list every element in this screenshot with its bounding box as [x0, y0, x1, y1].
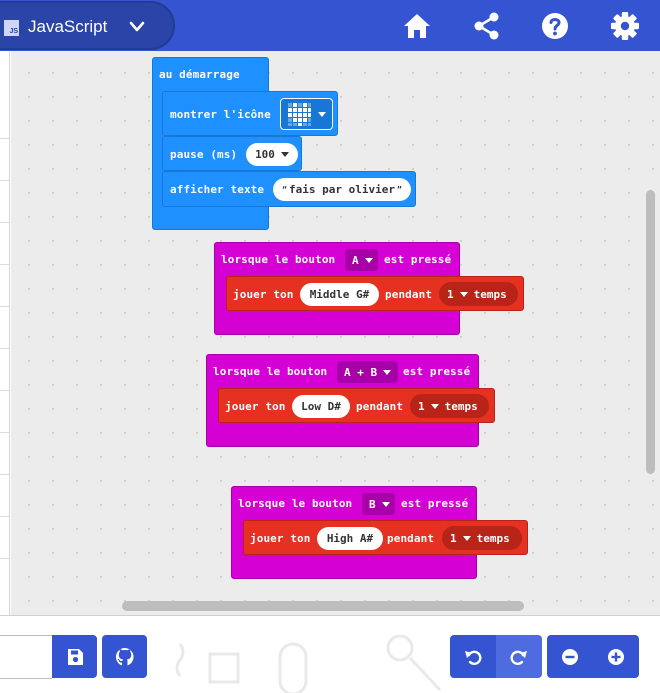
beats-b-value: 1 [450, 531, 457, 545]
project-name-input[interactable] [0, 635, 52, 679]
chevron-down-icon [318, 111, 326, 117]
on-start-label: au démarrage [159, 68, 240, 81]
github-button[interactable] [102, 635, 147, 678]
beats-b-dropdown[interactable]: 1 temps [442, 526, 522, 550]
note-a-value[interactable]: Middle G# [300, 283, 379, 306]
show-icon-label: montrer l'icône [170, 108, 271, 121]
horizontal-scrollbar[interactable] [122, 601, 524, 611]
zoom-in-button[interactable] [593, 635, 639, 678]
pause-value: 100 [255, 148, 275, 161]
show-text-value: fais par olivier [289, 183, 395, 196]
save-icon [67, 648, 83, 665]
header: JS JavaScript [0, 0, 660, 51]
icon-dropdown[interactable] [280, 98, 333, 130]
chevron-down-icon [381, 501, 390, 507]
play-tone-b-block[interactable]: jouer ton High A# pendant 1 temps [243, 520, 528, 555]
undo-icon [465, 650, 482, 665]
share-icon[interactable] [472, 11, 502, 41]
note-ab-value[interactable]: Low D# [292, 395, 350, 418]
button-a-value: A [352, 253, 359, 267]
redo-icon [510, 650, 527, 665]
button-b-value: B [369, 497, 376, 511]
show-icon-block[interactable]: montrer l'icône [162, 91, 338, 136]
on-button-b-suffix: est pressé [401, 497, 469, 510]
heart-icon [288, 102, 311, 126]
decorative-background-icon [175, 634, 442, 693]
bottom-bar [0, 615, 660, 693]
home-icon[interactable] [402, 11, 432, 41]
beats-a-dropdown[interactable]: 1 temps [439, 282, 518, 306]
pause-block[interactable]: pause (ms) 100 [162, 136, 302, 171]
for-label: pendant [385, 288, 433, 301]
vertical-scrollbar[interactable] [646, 190, 655, 474]
redo-button[interactable] [496, 635, 542, 678]
undo-button[interactable] [450, 635, 496, 678]
on-button-a-suffix: est pressé [384, 253, 452, 266]
show-string-block[interactable]: afficher texte “fais par olivier” [162, 171, 416, 207]
play-tone-label: jouer ton [225, 400, 286, 413]
beats-a-value: 1 [447, 287, 454, 301]
button-a-dropdown[interactable]: A [345, 249, 378, 271]
on-button-ab-suffix: est pressé [403, 365, 471, 378]
settings-icon[interactable] [610, 11, 640, 41]
chevron-down-icon [430, 403, 439, 409]
play-tone-label: jouer ton [250, 532, 311, 545]
zoom-in-icon [608, 648, 624, 665]
javascript-icon: JS [4, 20, 19, 36]
toolbox-strip[interactable] [0, 51, 10, 615]
help-icon[interactable] [540, 11, 570, 41]
on-button-ab-prefix: lorsque le bouton [213, 365, 328, 378]
note-b-value[interactable]: High A# [317, 527, 383, 550]
chevron-down-icon [364, 257, 373, 263]
pause-value-dropdown[interactable]: 100 [246, 143, 298, 166]
github-icon [115, 647, 134, 665]
button-ab-value: A + B [344, 365, 378, 379]
language-toggle[interactable]: JS JavaScript [0, 1, 175, 50]
play-tone-ab-block[interactable]: jouer ton Low D# pendant 1 temps [218, 388, 495, 423]
beats-a-unit: temps [473, 287, 507, 301]
for-label: pendant [387, 532, 435, 545]
beats-b-unit: temps [476, 531, 510, 545]
chevron-down-icon [129, 21, 145, 32]
button-b-dropdown[interactable]: B [362, 493, 395, 515]
on-button-b-prefix: lorsque le bouton [238, 497, 353, 510]
chevron-down-icon [459, 291, 468, 297]
zoom-out-icon [562, 648, 578, 665]
chevron-down-icon [383, 369, 392, 375]
language-label: JavaScript [28, 17, 108, 36]
show-text-input[interactable]: “fais par olivier” [273, 178, 411, 201]
on-button-a-prefix: lorsque le bouton [221, 253, 336, 266]
chevron-down-icon [462, 535, 471, 541]
show-text-label: afficher texte [170, 183, 265, 196]
play-tone-label: jouer ton [233, 288, 294, 301]
for-label: pendant [356, 400, 404, 413]
chevron-down-icon [280, 152, 289, 157]
save-button[interactable] [52, 635, 97, 678]
beats-ab-value: 1 [418, 399, 425, 413]
pause-label: pause (ms) [170, 148, 238, 161]
button-ab-dropdown[interactable]: A + B [337, 361, 398, 383]
beats-ab-dropdown[interactable]: 1 temps [410, 394, 489, 418]
play-tone-a-block[interactable]: jouer ton Middle G# pendant 1 temps [226, 276, 524, 311]
zoom-out-button[interactable] [547, 635, 593, 678]
beats-ab-unit: temps [444, 399, 478, 413]
